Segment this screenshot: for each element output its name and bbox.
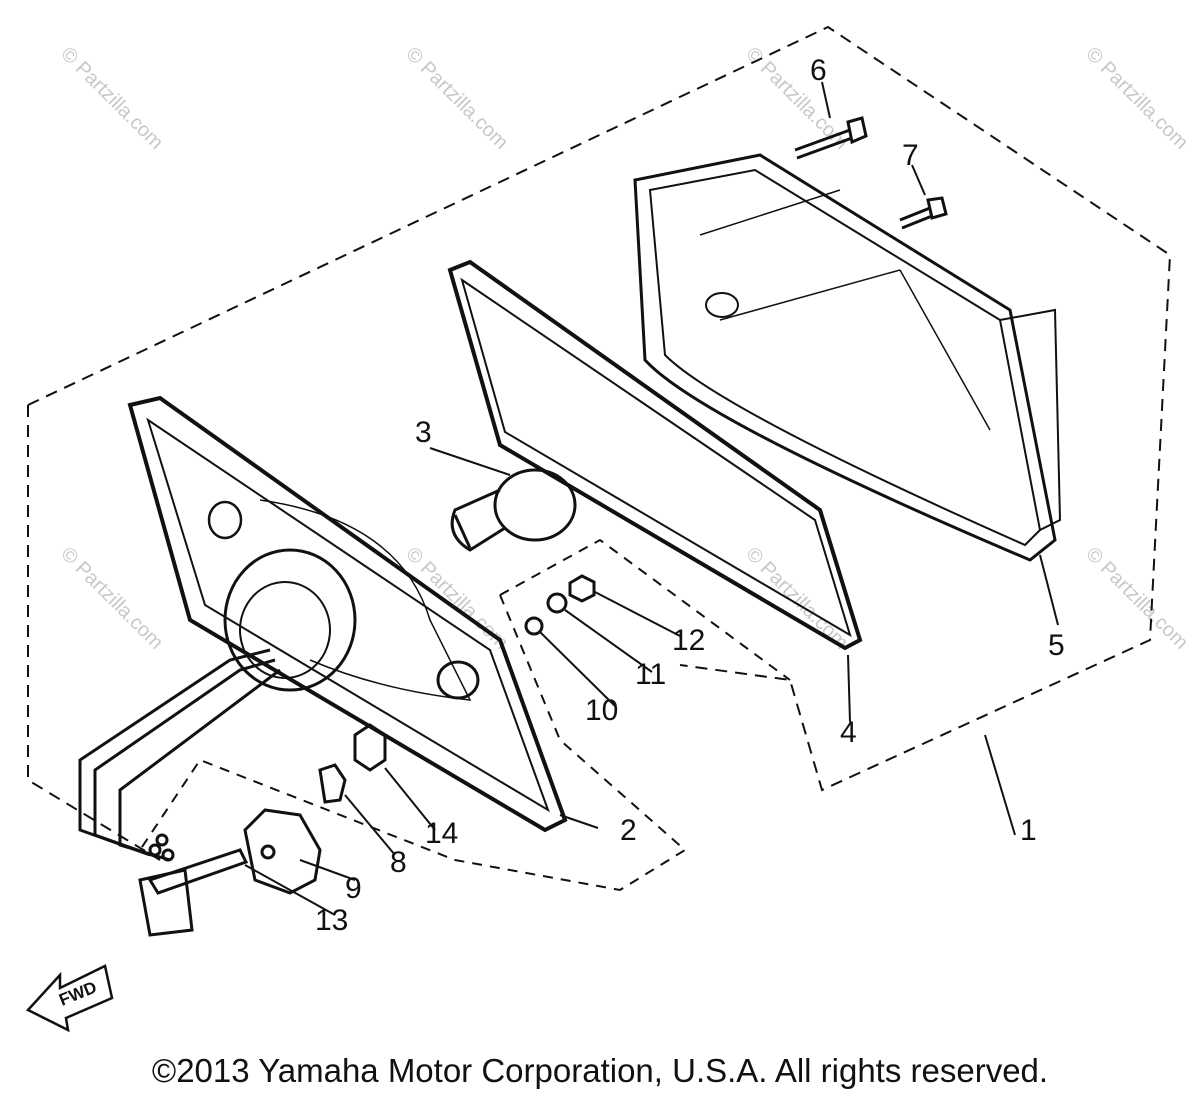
wire-harness [78, 648, 281, 862]
lamp-base [127, 395, 568, 833]
callout-9: 9 [345, 872, 362, 905]
callout-14: 14 [425, 817, 458, 850]
leader-lines [244, 81, 1059, 916]
callout-11: 11 [635, 658, 666, 691]
forward-arrow-icon: FWD [25, 964, 114, 1033]
watermark-layer: © Partzilla.com © Partzilla.com © Partzi… [56, 43, 1192, 654]
gasket [447, 259, 863, 651]
watermark: © Partzilla.com [401, 43, 512, 154]
hardware-boundary [139, 538, 791, 892]
watermark: © Partzilla.com [56, 543, 167, 654]
callout-6: 6 [810, 54, 827, 87]
assembly-boundary [27, 25, 1172, 861]
hardware-small-parts [524, 574, 596, 636]
callout-7: 7 [902, 139, 919, 172]
callout-3: 3 [415, 416, 432, 449]
callout-5: 5 [1048, 629, 1065, 662]
callout-8: 8 [390, 846, 407, 879]
watermark: © Partzilla.com [1081, 543, 1192, 654]
callout-13: 13 [315, 904, 348, 937]
watermark: © Partzilla.com [56, 43, 167, 154]
mount-parts [138, 723, 387, 937]
watermark: © Partzilla.com [1081, 43, 1192, 154]
callout-2: 2 [620, 814, 637, 847]
lens-housing [633, 153, 1062, 562]
callout-10: 10 [585, 694, 618, 727]
callout-1: 1 [1020, 814, 1037, 847]
callout-12: 12 [672, 624, 705, 657]
direction-label: FWD [56, 978, 99, 1010]
copyright-notice: ©2013 Yamaha Motor Corporation, U.S.A. A… [151, 1052, 1049, 1089]
bulb [450, 468, 577, 552]
callout-labels: 1 2 3 4 5 6 7 8 9 10 11 12 13 14 [315, 54, 1065, 937]
screws [794, 116, 948, 230]
callout-4: 4 [840, 716, 857, 749]
